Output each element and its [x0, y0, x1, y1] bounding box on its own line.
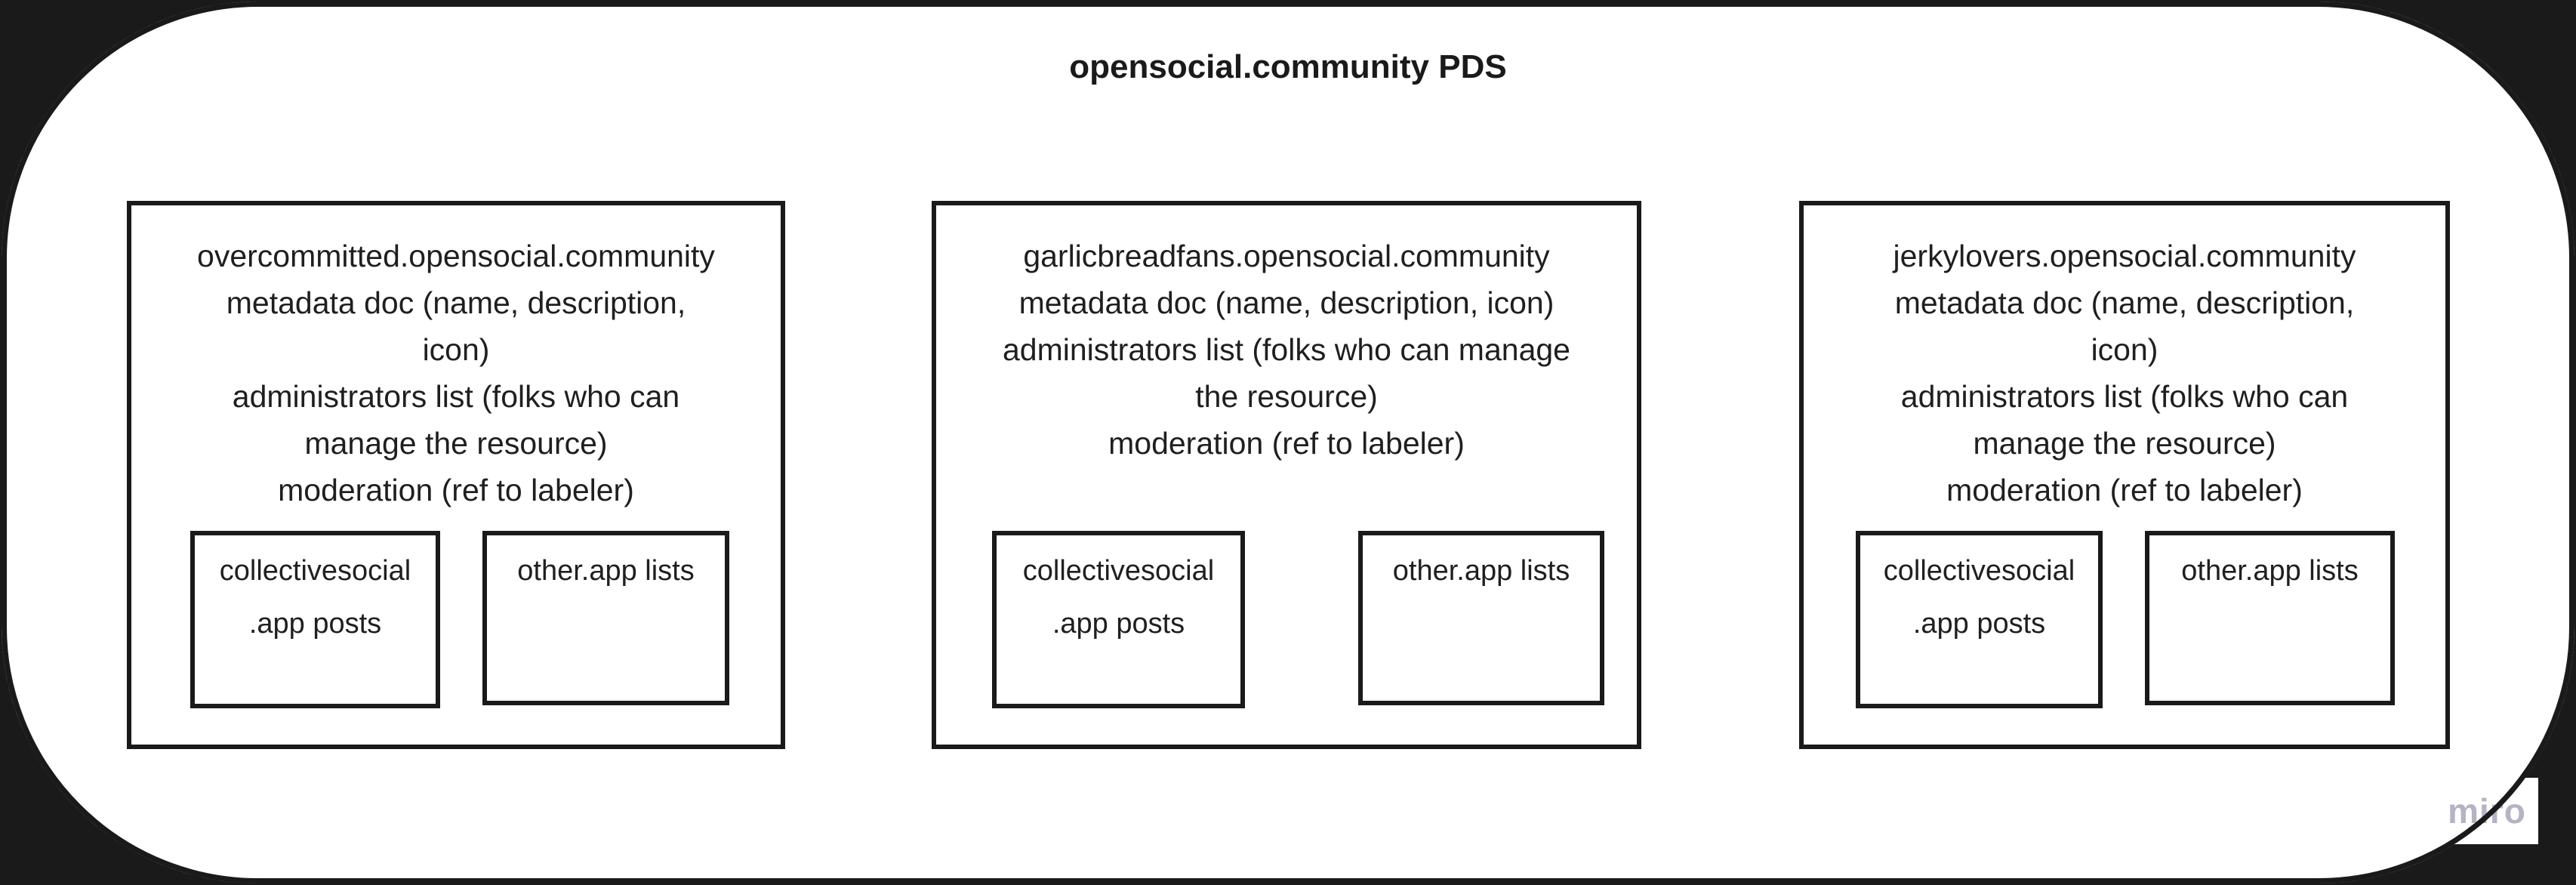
community-handle: garlicbreadfans.opensocial.community [1023, 239, 1550, 273]
community-text-line: moderation (ref to labeler) [278, 473, 634, 507]
community-text-line: administrators list (folks who can [232, 379, 680, 414]
record-label-line: collectivesocial [219, 555, 411, 587]
community-description: overcommitted.opensocial.community metad… [131, 205, 781, 513]
record-box-collectivesocial-posts: collectivesocial .app posts [1856, 531, 2103, 708]
community-box-overcommitted: overcommitted.opensocial.community metad… [127, 201, 785, 749]
record-label-line: collectivesocial [1022, 555, 1215, 587]
community-text-line: administrators list (folks who can manag… [1003, 332, 1570, 367]
community-text-line: manage the resource) [1973, 426, 2276, 461]
miro-logo: miro [2448, 791, 2526, 831]
record-label-line: .app posts [1912, 608, 2046, 640]
miro-watermark-badge: miro [2436, 778, 2538, 844]
record-label-line: other.app lists [2181, 555, 2359, 587]
record-box-collectivesocial-posts: collectivesocial .app posts [992, 531, 1245, 708]
record-label-line: collectivesocial [1883, 555, 2075, 587]
community-handle: overcommitted.opensocial.community [197, 239, 715, 273]
community-description: jerkylovers.opensocial.community metadat… [1804, 205, 2445, 513]
community-text-line: icon) [422, 332, 490, 367]
page-title: opensocial.community PDS [1069, 48, 1507, 85]
community-handle: jerkylovers.opensocial.community [1893, 239, 2356, 273]
community-text-line: administrators list (folks who can [1900, 379, 2349, 414]
community-text-line: moderation (ref to labeler) [1946, 473, 2303, 507]
community-box-jerkylovers: jerkylovers.opensocial.community metadat… [1799, 201, 2450, 749]
record-box-other-app-lists: other.app lists [2145, 531, 2395, 705]
record-label-line: other.app lists [1392, 555, 1570, 587]
community-text-line: icon) [2091, 332, 2158, 367]
record-box-other-app-lists: other.app lists [1358, 531, 1604, 705]
record-box-other-app-lists: other.app lists [482, 531, 729, 705]
record-label-line: other.app lists [517, 555, 695, 587]
community-box-garlicbreadfans: garlicbreadfans.opensocial.community met… [932, 201, 1641, 749]
record-label-line: .app posts [1052, 608, 1185, 640]
community-text-line: metadata doc (name, description, [1894, 285, 2355, 320]
record-box-collectivesocial-posts: collectivesocial .app posts [190, 531, 440, 708]
community-text-line: metadata doc (name, description, icon) [1018, 285, 1555, 320]
community-text-line: moderation (ref to labeler) [1108, 426, 1465, 461]
community-text-line: the resource) [1195, 379, 1378, 414]
community-description: garlicbreadfans.opensocial.community met… [936, 205, 1637, 467]
community-text-line: manage the resource) [304, 426, 608, 461]
record-label-line: .app posts [248, 608, 382, 640]
community-text-line: metadata doc (name, description, [226, 285, 686, 320]
